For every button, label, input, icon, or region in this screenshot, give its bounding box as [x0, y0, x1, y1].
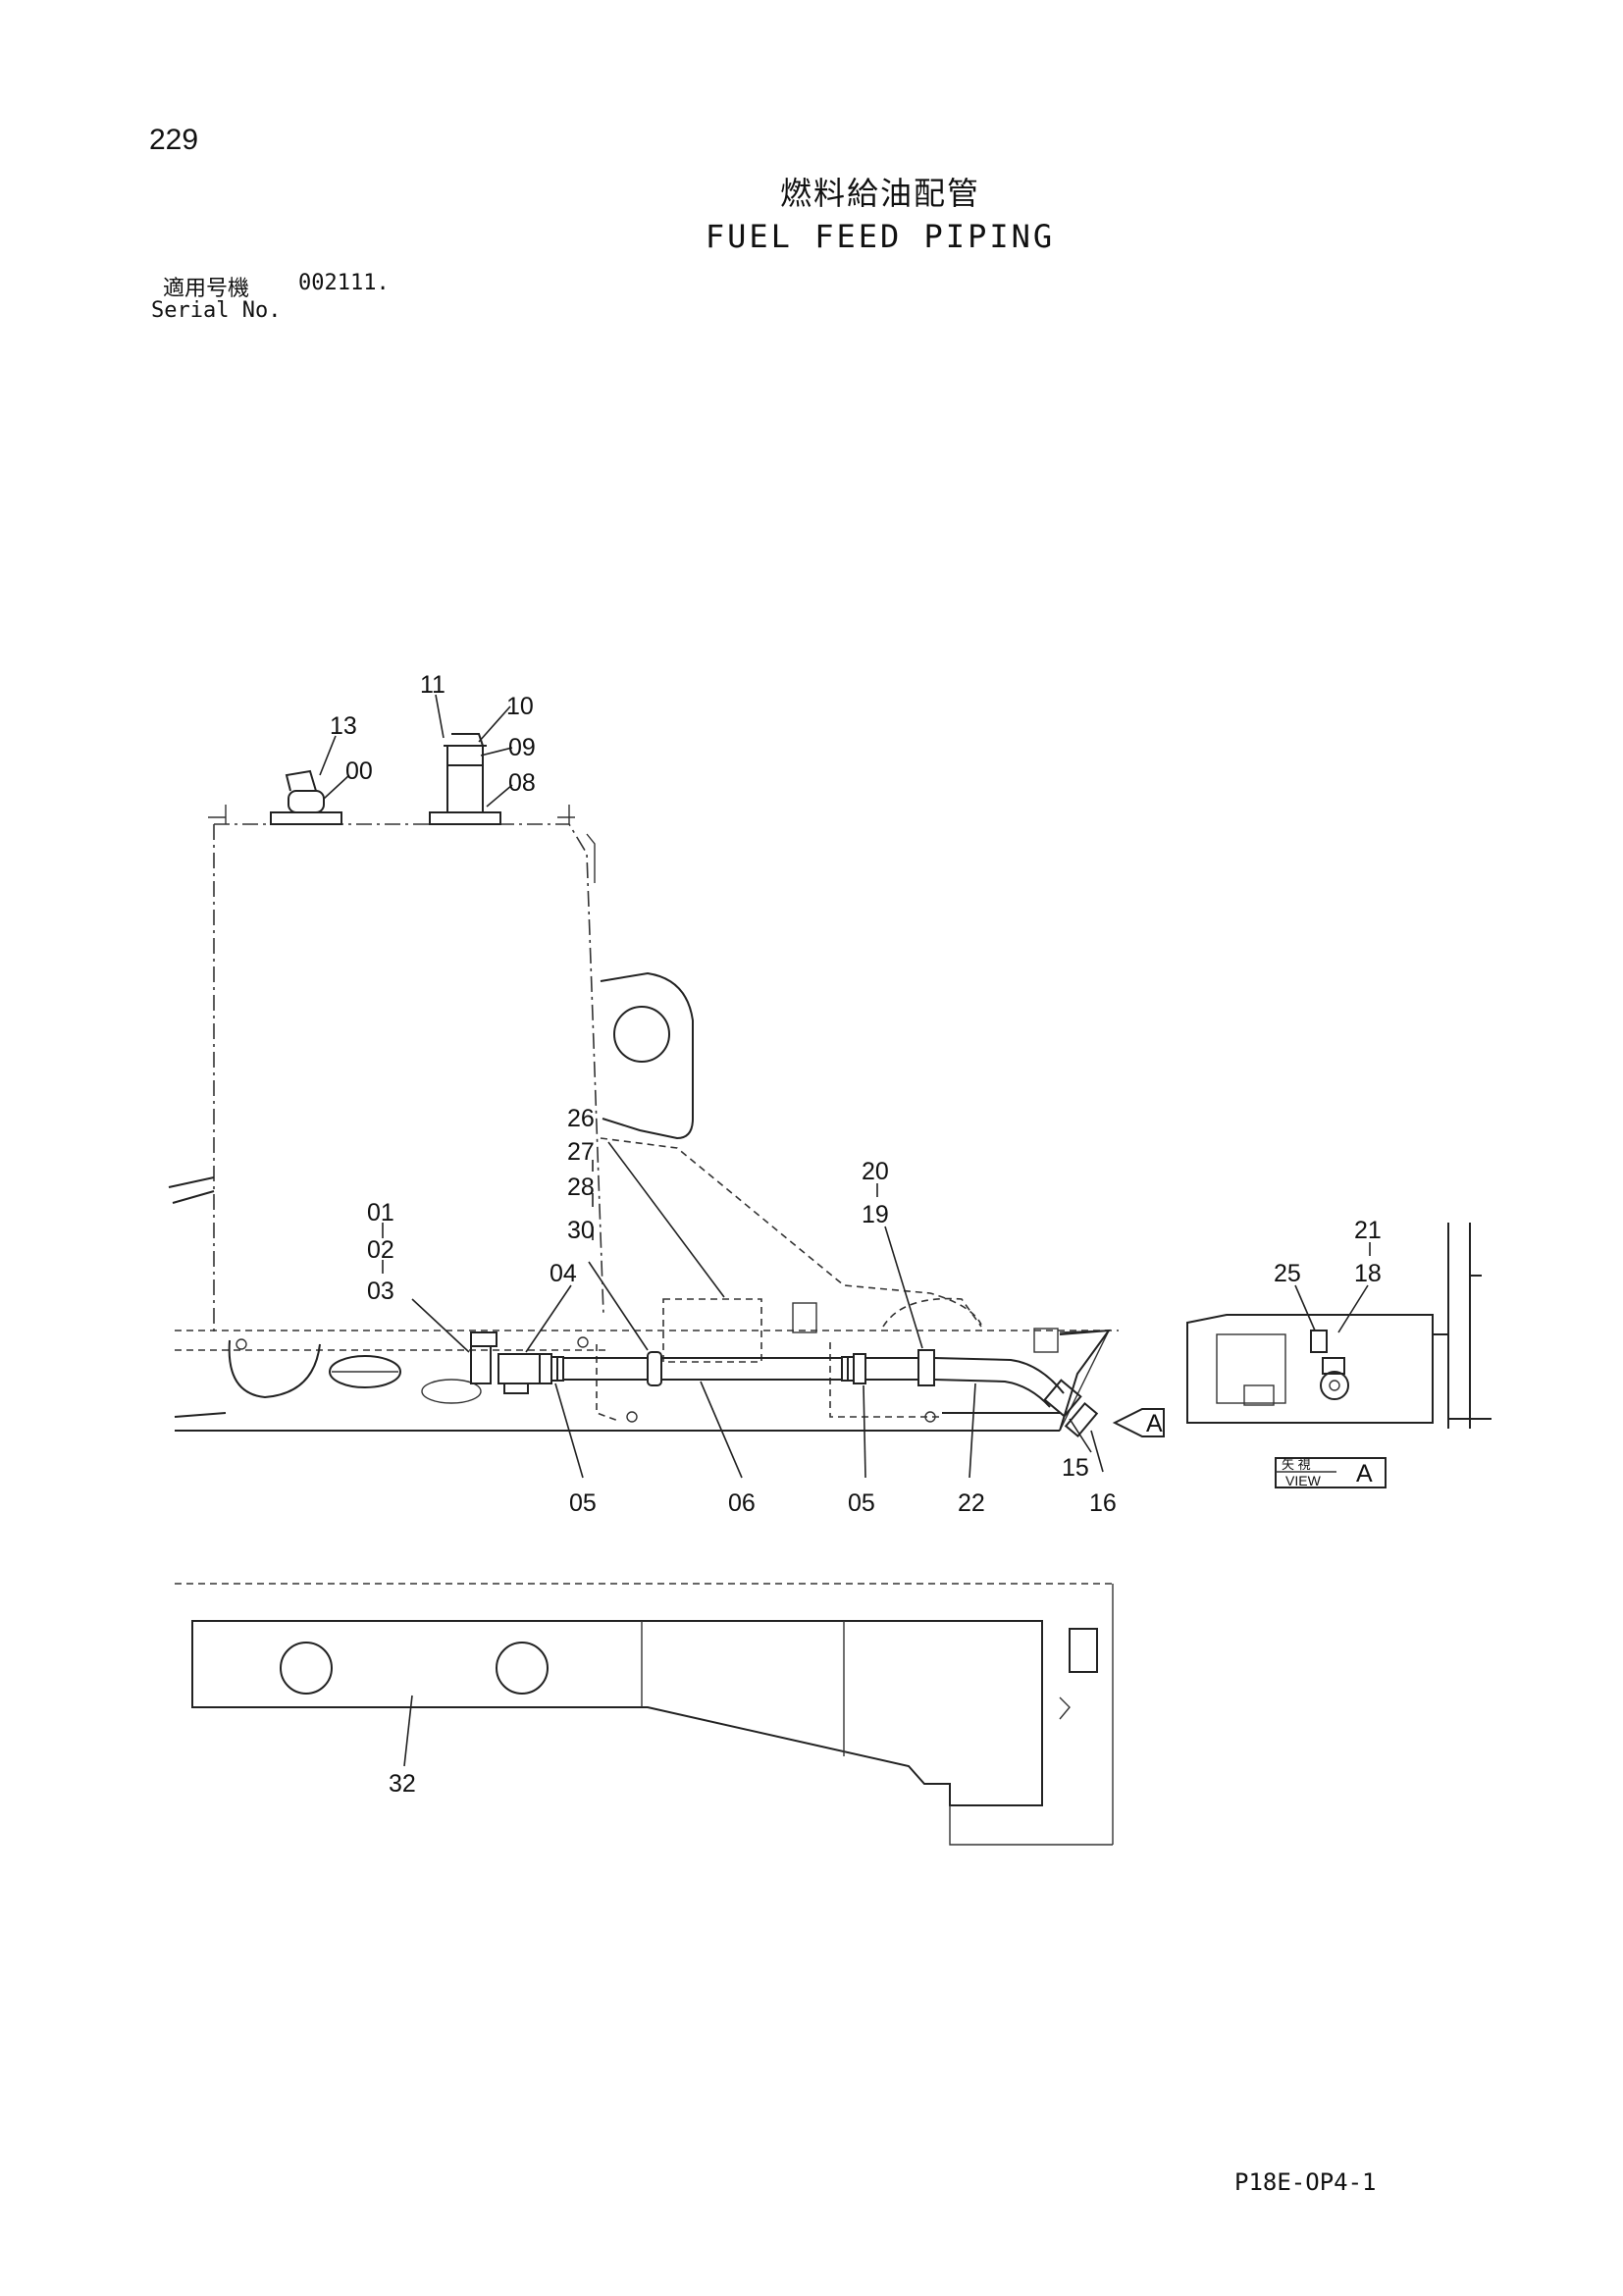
callout-13: 13	[330, 712, 357, 740]
page-title-english: FUEL FEED PIPING	[705, 218, 1056, 255]
callout-04: 04	[550, 1260, 577, 1287]
page-number: 229	[149, 124, 199, 156]
callout-numbers: 11 10 13 09 00 08 26 27 28 30 20 19 01 0…	[330, 671, 1382, 1798]
callout-26: 26	[567, 1105, 595, 1132]
leader-lines	[319, 694, 1371, 1767]
callout-02: 02	[367, 1236, 394, 1264]
view-label-japanese: 矢 視	[1282, 1457, 1311, 1472]
frame-rail	[174, 1297, 1119, 1432]
callout-05: 05	[848, 1489, 875, 1517]
callout-06: 06	[728, 1489, 756, 1517]
serial-number-value: 002111.	[298, 271, 390, 295]
callout-03: 03	[367, 1278, 394, 1305]
callout-21: 21	[1354, 1217, 1382, 1244]
under-cover-plate	[175, 1583, 1114, 1846]
callout-01: 01	[367, 1199, 394, 1226]
frame-bracket	[600, 971, 982, 1326]
callout-20: 20	[862, 1158, 889, 1185]
fuel-feed-pipe	[470, 1331, 1099, 1438]
callout-00: 00	[345, 757, 373, 785]
callout-15: 15	[1062, 1454, 1089, 1482]
callout-25: 25	[1274, 1260, 1301, 1287]
callout-08: 08	[508, 769, 536, 797]
callout-18: 18	[1354, 1260, 1382, 1287]
serial-label-english: Serial No.	[151, 298, 282, 323]
callout-27: 27	[567, 1138, 595, 1166]
view-label-english: VIEW	[1285, 1473, 1322, 1488]
callout-22: 22	[958, 1489, 985, 1517]
serial-label-japanese: 適用号機	[163, 277, 250, 301]
callout-10: 10	[506, 693, 534, 720]
callout-05: 05	[569, 1489, 597, 1517]
page-title-japanese: 燃料給油配管	[779, 175, 980, 212]
callout-16: 16	[1089, 1489, 1117, 1517]
drawing-code: P18E-OP4-1	[1234, 2168, 1377, 2196]
callout-30: 30	[567, 1217, 595, 1244]
view-a-detail: 矢 視 VIEW A	[1186, 1223, 1492, 1488]
callout-28: 28	[567, 1174, 595, 1201]
callout-09: 09	[508, 734, 536, 761]
view-a-arrow: A	[1112, 1408, 1165, 1437]
fuel-tank	[168, 733, 604, 1334]
callout-19: 19	[862, 1201, 889, 1228]
view-arrow-letter: A	[1146, 1410, 1163, 1437]
view-letter: A	[1356, 1460, 1373, 1487]
callout-11: 11	[420, 671, 445, 699]
callout-32: 32	[389, 1770, 416, 1798]
